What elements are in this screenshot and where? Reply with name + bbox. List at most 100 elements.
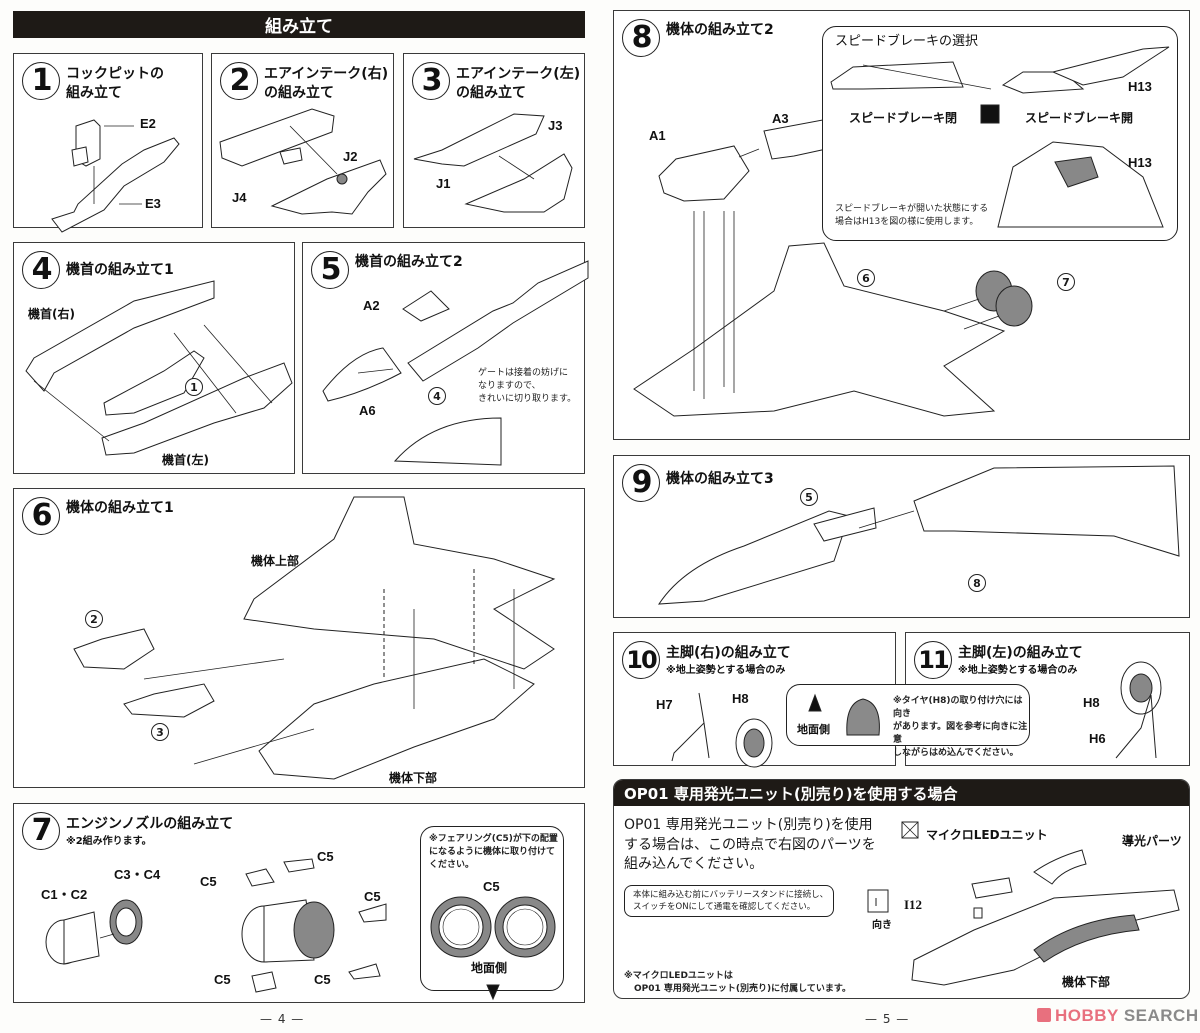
op01-title-bar: OP01 専用発光ユニット(別売り)を使用する場合: [614, 780, 1189, 806]
fuselage-upper-lower-illustration: [73, 496, 556, 780]
part-label-a2: A2: [363, 298, 380, 313]
ref-step-3: 3: [151, 723, 169, 741]
speed-brake-illustration: [830, 46, 1170, 228]
step-10-title: 主脚(右)の組み立て: [666, 645, 791, 661]
led-unit-label: マイクロLEDユニット: [926, 828, 1048, 842]
step-7-panel: 7 エンジンノズルの組み立て ※2組み作ります。 C1・C2 C3・C4 C5 …: [13, 803, 585, 1003]
part-label-e3: E3: [145, 196, 161, 211]
ref-step-4: 4: [428, 387, 446, 405]
part-label-h6: H6: [1089, 731, 1106, 746]
watermark-brand-a: HOBBY: [1055, 1006, 1119, 1025]
hobby-search-watermark: HOBBY SEARCH: [1037, 1006, 1199, 1026]
fuselage-assembly-2-illustration: [633, 115, 1033, 417]
fairing-orientation-box: ※フェアリング(C5)が下の配置 になるように機体に取り付けて ください。 C5…: [420, 826, 564, 1001]
part-label-j4: J4: [232, 190, 247, 205]
step-8-number: 8: [622, 19, 660, 57]
ref-step-5: 5: [800, 488, 818, 506]
part-label-h7: H7: [656, 697, 673, 712]
ref-step-6: 6: [857, 269, 875, 287]
step-1-panel: 1 コックピットの 組み立て E2 E3: [13, 53, 203, 233]
part-label-e2: E2: [140, 116, 156, 131]
step-3-panel: 3 エアインテーク(左) の組み立て J3 J1: [403, 53, 585, 228]
lower-body-label: 機体下部: [389, 771, 438, 785]
power-check-note: 本体に組み込む前にバッテリースタンドに接続し、 スイッチをONにして通電を確認し…: [624, 885, 834, 917]
tire-note-text: ※タイヤ(H8)の取り付け穴には向き があります。図を参考に向きに注意 しながら…: [893, 696, 1028, 759]
part-label-c5-d: C5: [214, 972, 231, 987]
step-5-number: 5: [311, 251, 349, 289]
fairing-note: ※フェアリング(C5)が下の配置 になるように機体に取り付けて ください。: [429, 834, 558, 871]
part-label-c3-c4: C3・C4: [114, 867, 161, 882]
part-label-j2: J2: [343, 149, 358, 164]
step-1-number: 1: [22, 62, 60, 100]
step-11-title: 主脚(左)の組み立て: [958, 645, 1083, 661]
part-label-a6: A6: [359, 403, 376, 418]
step-3-title-line2: の組み立て: [456, 84, 526, 101]
assembly-header-bar: 組み立て: [13, 11, 585, 38]
step-8-panel: 8 機体の組み立て2 A1 A3 6 7 スピードブレーキの選択 スピードブレー…: [613, 10, 1190, 440]
nose-halves-illustration: [25, 280, 293, 456]
step-5-title: 機首の組み立て2: [355, 254, 463, 270]
step-6-title: 機体の組み立て1: [66, 500, 174, 516]
op01-title: OP01 専用発光ユニット(別売り)を使用する場合: [624, 784, 958, 803]
part-label-c5-c: C5: [364, 889, 381, 904]
watermark-logo-icon: [1037, 1008, 1051, 1022]
upper-body-label: 機体上部: [251, 554, 300, 568]
tire-orientation-box: 地面側 ※タイヤ(H8)の取り付け穴には向き があります。図を参考に向きに注意 …: [786, 684, 1030, 758]
cockpit-parts-illustration: [51, 119, 180, 233]
speed-brake-note: スピードブレーキが開いた状態にする 場合はH13を図の様に使用します。: [835, 204, 989, 228]
step-9-number: 9: [622, 464, 660, 502]
part-label-a3: A3: [772, 111, 789, 126]
part-label-c5-e: C5: [314, 972, 331, 987]
ref-step-8: 8: [968, 574, 986, 592]
ref-step-1: 1: [185, 378, 203, 396]
op01-panel: OP01 専用発光ユニット(別売り)を使用する場合 OP01 専用発光ユニット(…: [613, 779, 1190, 999]
part-label-c1-c2: C1・C2: [41, 887, 88, 902]
step-7-title: エンジンノズルの組み立て: [66, 816, 234, 832]
speed-brake-open-label: スピードブレーキ開: [1025, 111, 1134, 125]
speed-brake-closed-label: スピードブレーキ閉: [849, 111, 958, 125]
step-2-panel: 2 エアインテーク(右) の組み立て J2 J4: [211, 53, 394, 228]
tire-ground-label: 地面側: [797, 723, 830, 736]
direction-label: 向き: [872, 920, 892, 931]
part-label-j1: J1: [436, 176, 451, 191]
fairing-part-label: C5: [483, 879, 500, 894]
fairing-rings-illustration: [430, 896, 556, 1001]
led-unit-illustration: [867, 821, 1180, 986]
nose-cone-illustration: [322, 260, 589, 466]
gate-note: ゲートは接着の妨げに なりますので、 きれいに切り取ります。: [478, 368, 577, 405]
ref-step-2: 2: [85, 610, 103, 628]
main-gear-right-illustration: [671, 692, 773, 768]
step-9-title: 機体の組み立て3: [666, 471, 774, 487]
part-label-h13-b: H13: [1128, 155, 1152, 170]
step-8-title: 機体の組み立て2: [666, 22, 774, 38]
page-number-left: — 4 —: [260, 1012, 305, 1026]
main-gear-left-illustration: [1115, 661, 1162, 759]
assembly-header-title: 組み立て: [265, 17, 333, 37]
part-label-j3: J3: [548, 118, 563, 133]
step-4-title: 機首の組み立て1: [66, 262, 174, 278]
step-4-panel: 4 機首の組み立て1 機首(右) 機首(左) 1: [13, 242, 295, 474]
watermark-brand-b: SEARCH: [1123, 1006, 1199, 1025]
fuselage-assembly-3-illustration: [658, 465, 1180, 605]
step-10-subtitle: ※地上姿勢とする場合のみ: [666, 664, 786, 676]
engine-nozzle-illustration: [45, 858, 387, 993]
part-label-h8-right: H8: [732, 691, 749, 706]
step-6-panel: 6 機体の組み立て1 機体上部 機体下部 2 3: [13, 488, 585, 788]
step-4-number: 4: [22, 251, 60, 289]
part-label-h13-a: H13: [1128, 79, 1152, 94]
step-9-panel: 9 機体の組み立て3 5 8: [613, 455, 1190, 618]
speed-brake-title: スピードブレーキの選択: [835, 34, 979, 49]
step-11-number: 11: [914, 641, 952, 679]
speed-brake-selection-box: スピードブレーキの選択 スピードブレーキ閉 スピードブレーキ開 H13 H13 …: [822, 26, 1178, 241]
op01-footnote: ※マイクロLEDユニットは OP01 専用発光ユニット(別売り)に付属しています…: [624, 971, 851, 995]
step-1-title-line2: 組み立て: [66, 84, 122, 101]
step-7-number: 7: [22, 812, 60, 850]
page-number-right: — 5 —: [865, 1012, 910, 1026]
part-label-c5-b: C5: [200, 874, 217, 889]
step-5-panel: 5 機首の組み立て2 A2 A6 4 ゲートは接着の妨げに なりますので、 きれ…: [302, 242, 589, 474]
step-7-subtitle: ※2組み作ります。: [66, 835, 152, 847]
ground-arrow-icon: [808, 693, 880, 736]
part-label-a1: A1: [649, 128, 666, 143]
op01-lower-body-label: 機体下部: [1062, 975, 1111, 989]
step-10-number: 10: [622, 641, 660, 679]
